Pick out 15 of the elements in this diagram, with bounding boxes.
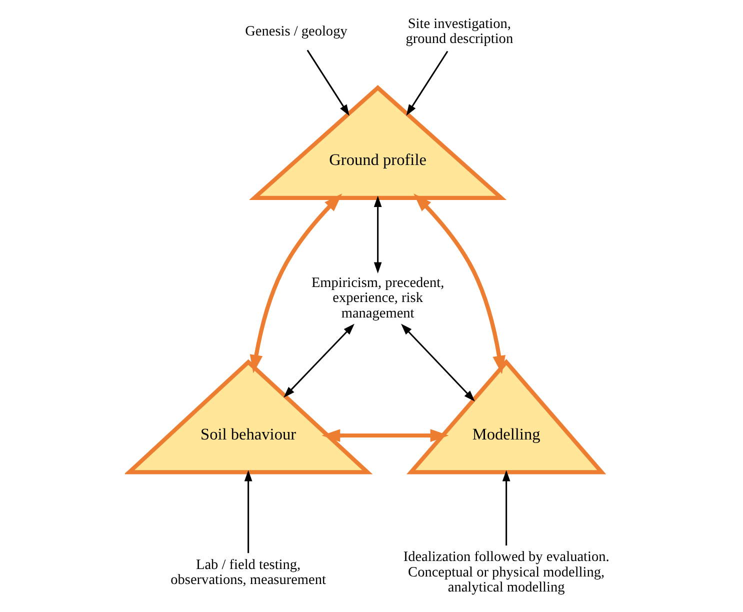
arrow: [406, 50, 448, 116]
arrow: [306, 50, 349, 116]
arrow: [413, 194, 505, 374]
arrow: [400, 324, 474, 402]
node-text: Site investigation, ground description: [405, 16, 513, 48]
arrow: [283, 324, 354, 398]
node-text: Genesis / geology: [244, 23, 347, 40]
arrow: [502, 470, 510, 546]
arrow: [244, 470, 252, 554]
node-text: Idealization followed by evaluation. Conceptual or physical modelling, analytical modelling: [402, 549, 609, 596]
node-text: Lab / field testing, observations, measurement: [170, 556, 326, 588]
arrow: [249, 194, 342, 374]
arrow: [321, 429, 448, 442]
arrow: [373, 196, 382, 274]
node-text: Empiricism, precedent, experience, risk management: [310, 274, 444, 322]
